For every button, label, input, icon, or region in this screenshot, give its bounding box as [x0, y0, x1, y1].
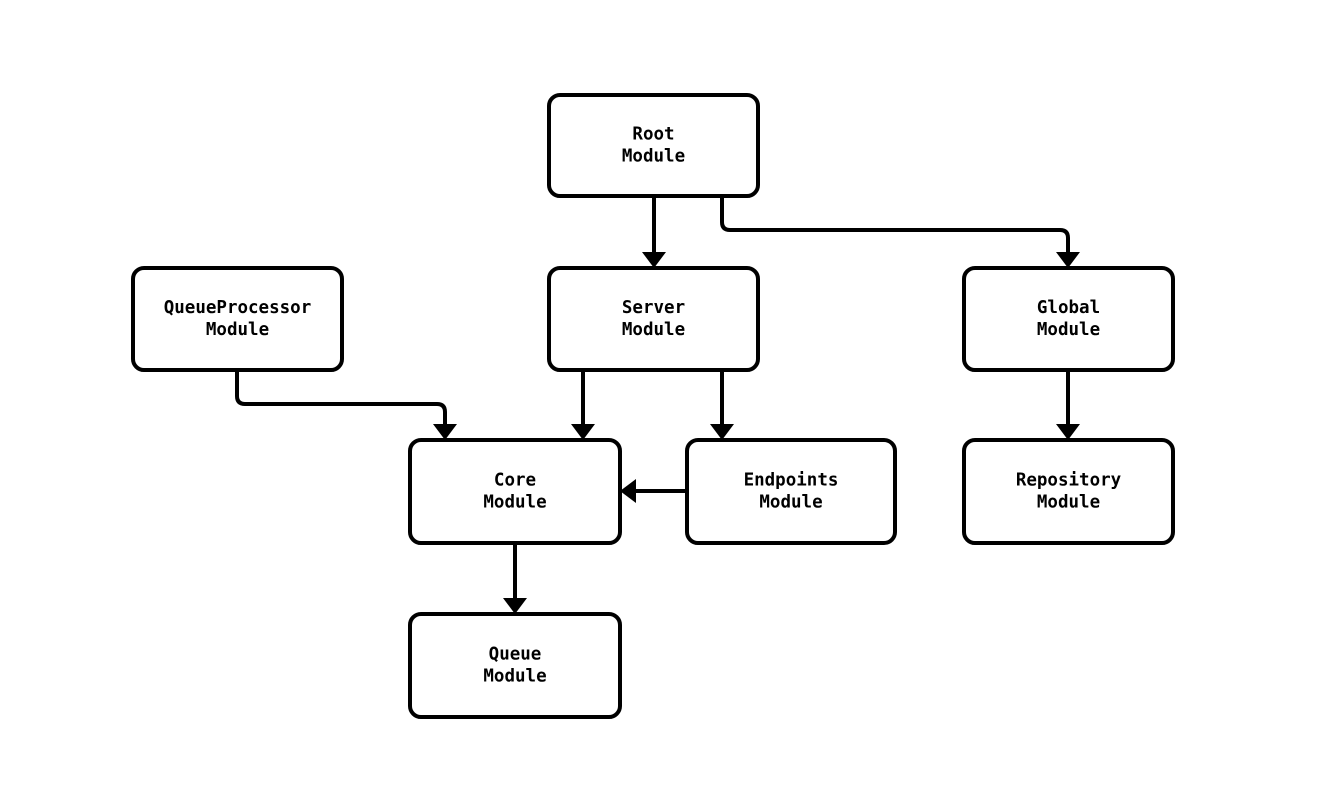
edge-global-to-repository [1056, 370, 1080, 440]
core-module-node-label-line1: Core [494, 471, 536, 491]
global-module-node-label-line2: Module [1037, 320, 1100, 340]
repository-module-node-label-line1: Repository [1016, 471, 1122, 491]
edge-queueprocessor-to-core [235, 370, 457, 440]
core-module-node-label-line2: Module [483, 493, 546, 513]
edges-layer [235, 196, 1080, 614]
global-module-node-box[interactable] [962, 266, 1175, 372]
edge-root-to-server [642, 196, 666, 268]
queue-module-node-label-line1: Queue [489, 645, 542, 665]
edge-queueprocessor-to-core-line [235, 370, 447, 424]
queue-module-node-label-line2: Module [483, 667, 546, 687]
root-module-node-box[interactable] [547, 93, 760, 198]
edge-core-to-queue [503, 543, 527, 614]
edge-server-to-core-arrowhead [571, 424, 595, 440]
core-module-node-box[interactable] [408, 438, 622, 545]
edge-endpoints-to-core [620, 479, 687, 503]
queueprocessor-module-node-label-line2: Module [206, 320, 269, 340]
server-module-node-box[interactable] [547, 266, 760, 372]
queueprocessor-module-node-box[interactable] [131, 266, 344, 372]
edge-root-to-server-arrowhead [642, 252, 666, 268]
edge-core-to-queue-arrowhead [503, 598, 527, 614]
endpoints-module-node-label-line1: Endpoints [744, 471, 839, 491]
endpoints-module-node-box[interactable] [685, 438, 897, 545]
edge-global-to-repository-arrowhead [1056, 424, 1080, 440]
edge-server-to-core [571, 370, 595, 440]
edge-queueprocessor-to-core-arrowhead [433, 424, 457, 440]
queueprocessor-module-node-label-line1: QueueProcessor [164, 298, 312, 318]
edge-root-to-global-arrowhead [1056, 252, 1080, 268]
root-module-node-label-line1: Root [632, 125, 674, 145]
repository-module-node-label-line2: Module [1037, 493, 1100, 513]
edge-root-to-global [720, 196, 1080, 268]
global-module-node-label-line1: Global [1037, 298, 1100, 318]
edge-endpoints-to-core-arrowhead [620, 479, 636, 503]
edge-server-to-endpoints [710, 370, 734, 440]
server-module-node-label-line1: Server [622, 298, 685, 318]
server-module-node-label-line2: Module [622, 320, 685, 340]
repository-module-node-box[interactable] [962, 438, 1175, 545]
queue-module-node-box[interactable] [408, 612, 622, 719]
endpoints-module-node-label-line2: Module [759, 493, 822, 513]
edge-root-to-global-line [720, 196, 1070, 252]
root-module-node-label-line2: Module [622, 147, 685, 167]
edge-server-to-endpoints-arrowhead [710, 424, 734, 440]
